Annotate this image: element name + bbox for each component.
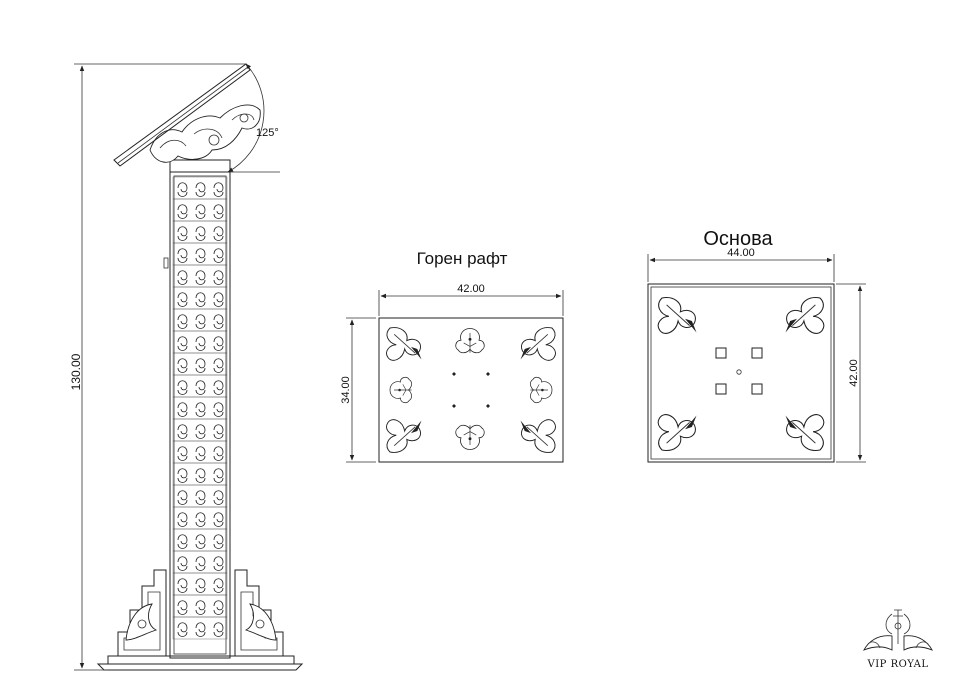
vip-royal-logo: VIP ROYAL	[863, 609, 933, 670]
lattice-row	[172, 264, 228, 288]
lattice-row	[172, 396, 228, 420]
lattice-row	[172, 616, 228, 640]
lectern-column	[169, 171, 231, 659]
mounting-holes	[715, 347, 763, 395]
top-shelf-width-label: 42.00	[457, 283, 485, 295]
lattice-row	[172, 572, 228, 596]
lattice-row	[172, 506, 228, 530]
lattice-row	[172, 242, 228, 266]
base-width-label: 44.00	[727, 247, 755, 259]
lattice-row	[172, 440, 228, 464]
angle-label: 125°	[256, 127, 279, 139]
top-shelf-height-label: 34.00	[340, 376, 352, 404]
column-lattice	[172, 176, 228, 640]
lattice-row	[172, 352, 228, 376]
top-shelf-title: Горен рафт	[417, 249, 508, 268]
lattice-row	[172, 198, 228, 222]
height-dimension-label: 130.00	[69, 353, 83, 390]
lattice-row	[172, 528, 228, 552]
top-shelf-panel	[378, 317, 564, 463]
lattice-row	[172, 594, 228, 618]
lattice-row	[172, 176, 228, 200]
base-title: Основа	[703, 228, 773, 250]
lattice-row	[172, 286, 228, 310]
lattice-row	[172, 330, 228, 354]
base-height-label: 42.00	[848, 359, 860, 387]
lectern-base-plinth	[107, 655, 295, 665]
base-panel	[647, 283, 835, 463]
lattice-row	[172, 484, 228, 508]
lattice-row	[172, 462, 228, 486]
lattice-row	[172, 418, 228, 442]
lattice-row	[172, 550, 228, 574]
lattice-row	[172, 374, 228, 398]
lectern-head-scroll	[149, 104, 261, 163]
lectern-elevation: 125° 130.00	[69, 63, 304, 671]
lattice-row	[172, 220, 228, 244]
base-view: Основа 44.00 42.00	[647, 228, 866, 463]
lattice-row	[172, 308, 228, 332]
brand-name: VIP ROYAL	[867, 659, 929, 670]
top-shelf-view: Горен рафт 42.00 34.00	[340, 249, 564, 463]
